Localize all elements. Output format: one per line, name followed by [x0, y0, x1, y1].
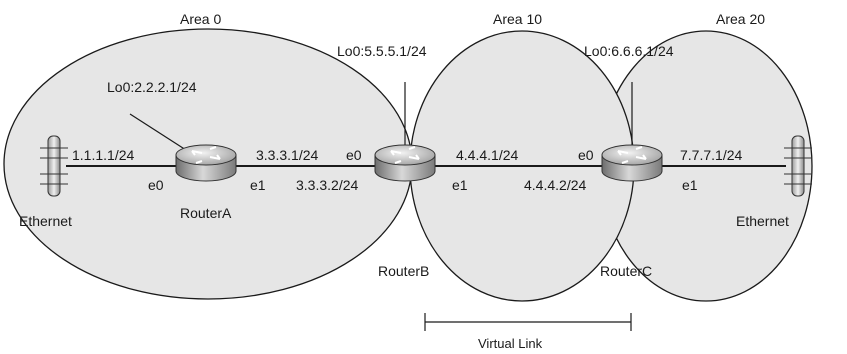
routera-e0-label: e0: [148, 177, 164, 193]
routerc-e0-label: e0: [578, 147, 594, 163]
routerc-e0-ip-label: 4.4.4.2/24: [524, 177, 586, 193]
virtual-link-label: Virtual Link: [478, 336, 543, 351]
routera-name-label: RouterA: [180, 205, 232, 221]
left-ethernet-label: Ethernet: [19, 213, 72, 229]
right-ethernet-label: Ethernet: [736, 213, 789, 229]
routera-loopback-label: Lo0:2.2.2.1/24: [107, 79, 197, 95]
routera-e1-label: e1: [250, 177, 266, 193]
area-0-label: Area 0: [180, 11, 221, 27]
routerc-icon: [601, 144, 663, 182]
virtual-link-marker: [424, 313, 632, 331]
routera-wan-ip-label: 3.3.3.1/24: [256, 147, 318, 163]
routerb-e0-label: e0: [346, 147, 362, 163]
routera-icon: [175, 144, 237, 182]
routera-lan-ip-label: 1.1.1.1/24: [72, 147, 134, 163]
routerc-loopback-label: Lo0:6.6.6.1/24: [584, 43, 674, 59]
area-10-label: Area 10: [493, 11, 542, 27]
routerb-icon: [374, 144, 436, 182]
area-20-label: Area 20: [716, 11, 765, 27]
routerc-lan-ip-label: 7.7.7.1/24: [680, 147, 742, 163]
routerb-loopback-label: Lo0:5.5.5.1/24: [337, 43, 427, 59]
routerc-e1-label: e1: [682, 177, 698, 193]
routerc-name-label: RouterC: [600, 263, 652, 279]
routerb-e0-ip-label: 3.3.3.2/24: [296, 177, 358, 193]
routerb-e1-ip-label: 4.4.4.1/24: [456, 147, 518, 163]
routerb-name-label: RouterB: [378, 263, 429, 279]
routerb-e1-label: e1: [452, 177, 468, 193]
routera-loopback-leader: [129, 113, 187, 151]
